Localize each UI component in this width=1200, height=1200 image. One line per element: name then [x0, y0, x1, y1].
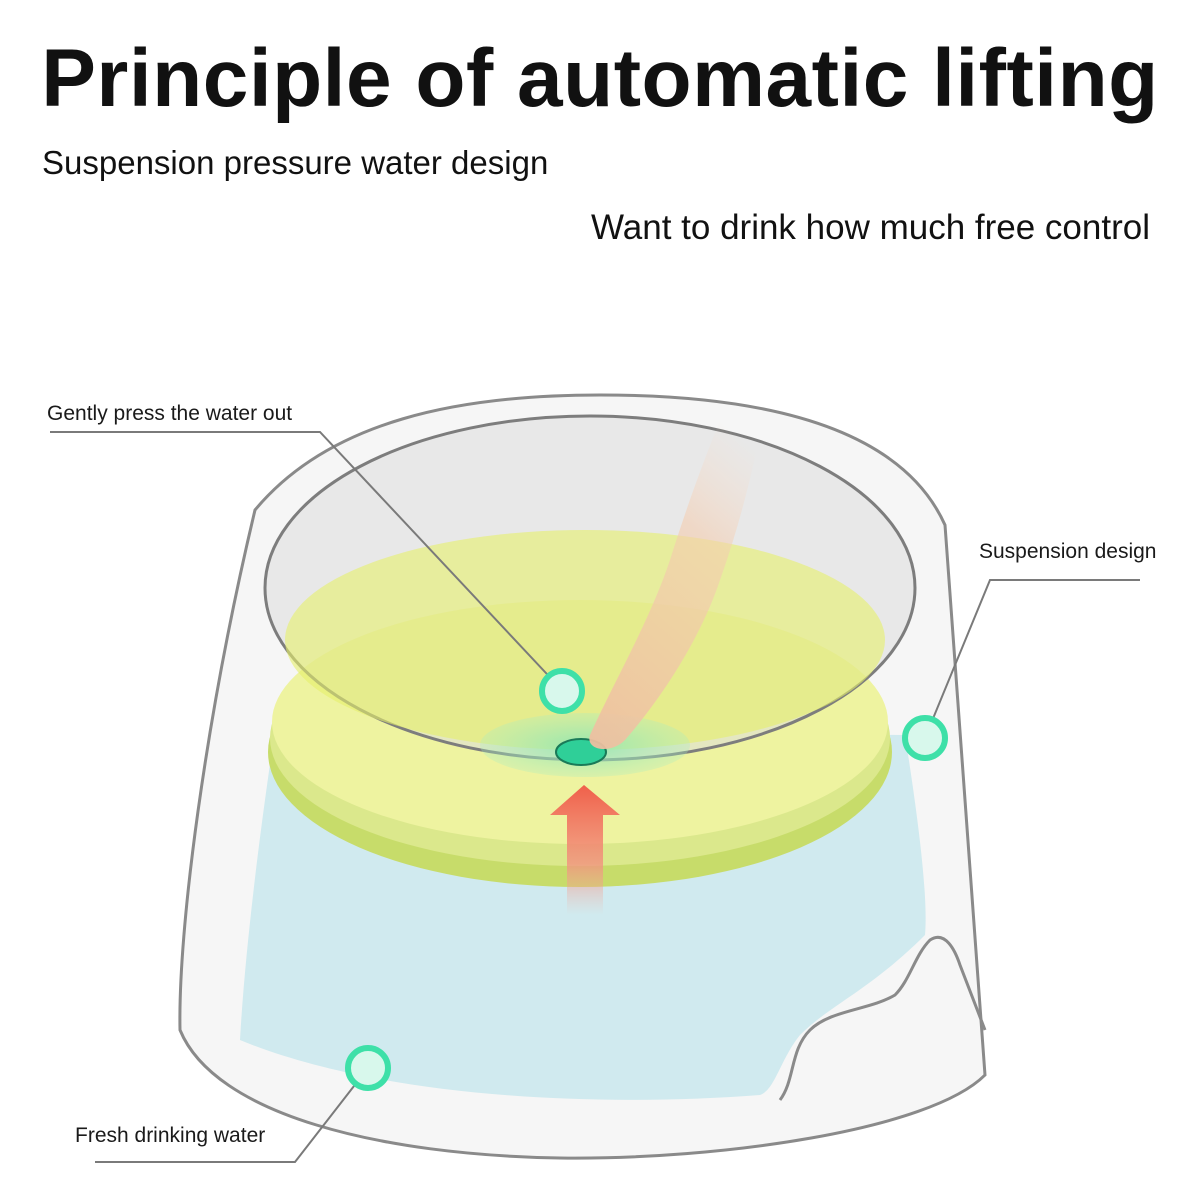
- tagline: Want to drink how much free control: [591, 208, 1150, 247]
- page-title: Principle of automatic lifting: [41, 33, 1159, 124]
- finger: [589, 370, 770, 750]
- leader-fresh: [95, 1067, 369, 1163]
- subtitle: Suspension pressure water design: [42, 144, 549, 181]
- leader-press: [50, 431, 561, 689]
- inner-bowl-yellow: [285, 530, 885, 750]
- bowl-notch: [778, 936, 987, 1101]
- leader-suspension: [924, 579, 1140, 739]
- lift-arrow: [550, 785, 620, 915]
- label-fresh-water: Fresh drinking water: [75, 1124, 266, 1147]
- label-gently-press: Gently press the water out: [47, 402, 293, 425]
- marker-press: [539, 668, 585, 714]
- marker-suspension: [902, 715, 948, 761]
- marker-fresh: [345, 1045, 391, 1091]
- label-suspension-design: Suspension design: [979, 540, 1157, 563]
